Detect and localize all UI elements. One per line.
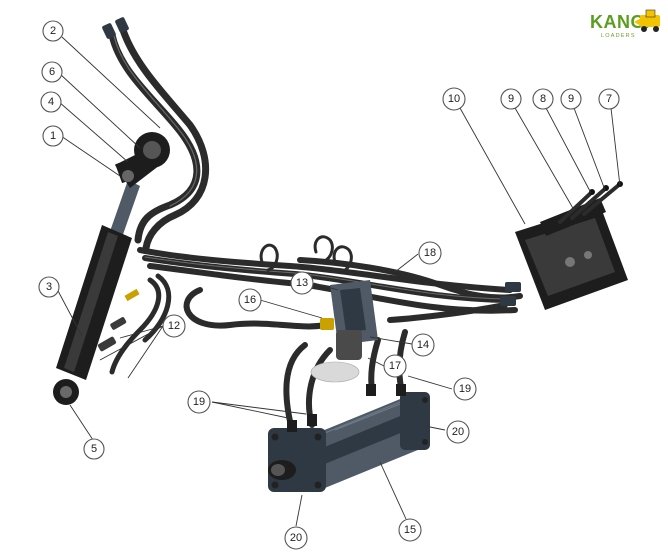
callout-15: 15: [398, 518, 422, 542]
svg-text:13: 13: [296, 277, 308, 289]
svg-text:4: 4: [48, 96, 54, 108]
callout-5: 5: [83, 438, 105, 460]
callout-13: 13: [290, 271, 314, 295]
svg-text:9: 9: [508, 93, 514, 105]
svg-text:20: 20: [452, 426, 464, 438]
callout-10: 10: [442, 87, 466, 111]
svg-text:6: 6: [49, 66, 55, 78]
callout-4: 4: [40, 91, 62, 113]
callout-9-second: 9: [560, 88, 582, 110]
svg-text:19: 19: [459, 383, 471, 395]
svg-text:18: 18: [424, 247, 436, 259]
svg-text:8: 8: [540, 93, 546, 105]
svg-text:7: 7: [606, 93, 612, 105]
svg-text:10: 10: [448, 93, 460, 105]
callout-7: 7: [598, 88, 620, 110]
svg-text:17: 17: [389, 360, 401, 372]
kanga-loaders-logo: KANGA LOADERS: [590, 9, 660, 39]
callout-14: 14: [411, 333, 435, 357]
svg-text:5: 5: [91, 443, 97, 455]
callout-1: 1: [42, 125, 64, 147]
center-valve-block: [310, 280, 378, 383]
mini-loader-icon: [634, 9, 660, 32]
svg-text:12: 12: [168, 320, 180, 332]
callout-3: 3: [38, 276, 60, 298]
svg-text:16: 16: [244, 294, 256, 306]
svg-text:20: 20: [290, 532, 302, 544]
svg-text:2: 2: [50, 25, 56, 37]
callout-20-bottom: 20: [284, 526, 308, 550]
svg-text:3: 3: [46, 281, 52, 293]
callout-17: 17: [383, 354, 407, 378]
callout-12: 12: [162, 314, 186, 338]
callout-9: 9: [500, 88, 522, 110]
top-hose-fittings: [102, 17, 129, 39]
svg-text:19: 19: [193, 396, 205, 408]
leader-lines: [56, 36, 621, 527]
callout-16: 16: [238, 288, 262, 312]
swing-cylinder-assembly: [268, 384, 430, 492]
svg-text:14: 14: [417, 339, 429, 351]
callout-20-right: 20: [446, 420, 470, 444]
callout-19-left: 19: [187, 390, 211, 414]
svg-text:9: 9: [568, 93, 574, 105]
lift-cylinder-assembly: [53, 132, 170, 405]
svg-text:1: 1: [50, 130, 56, 142]
callout-2: 2: [42, 20, 64, 42]
svg-text:15: 15: [404, 524, 416, 536]
callout-6: 6: [41, 61, 63, 83]
callout-18: 18: [418, 241, 442, 265]
callout-8: 8: [532, 88, 554, 110]
control-valve-bank: [500, 181, 628, 310]
logo-subtitle: LOADERS: [601, 33, 636, 39]
callout-19-right: 19: [453, 377, 477, 401]
